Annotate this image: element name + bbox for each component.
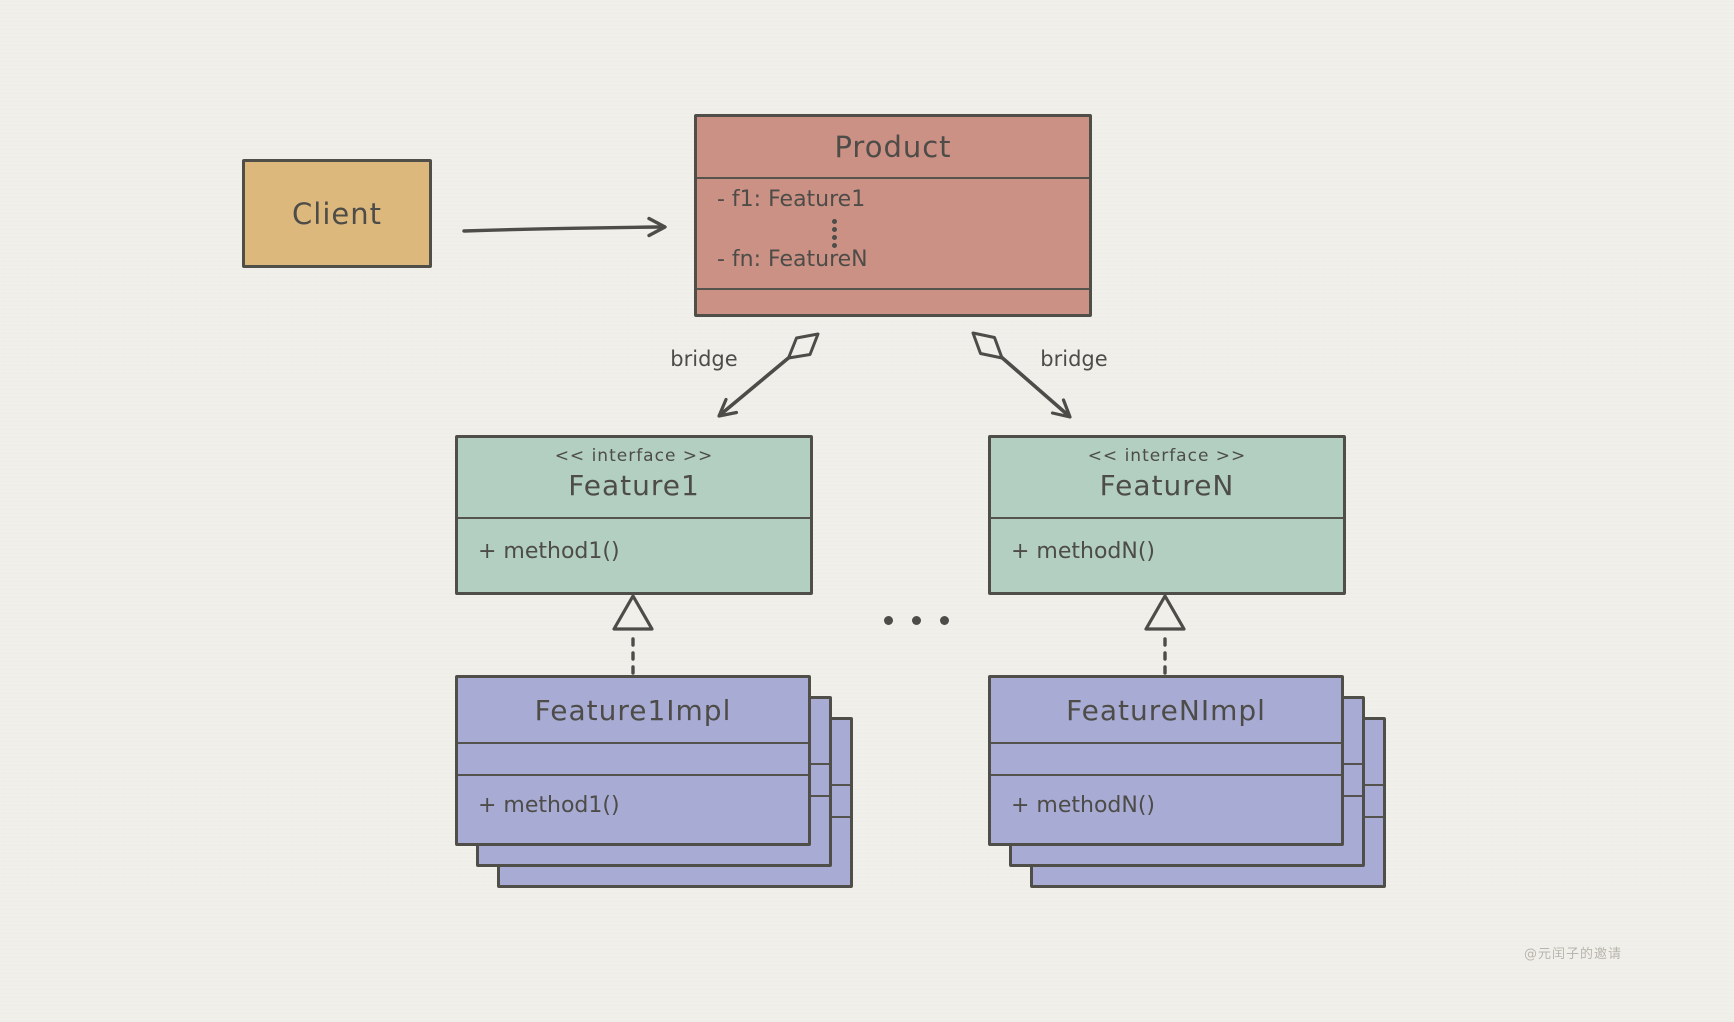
client-label: Client bbox=[292, 196, 382, 231]
product-fields-section: - f1: Feature1 - fn: FeatureN bbox=[697, 179, 1089, 290]
featuren-title: FeatureN bbox=[1099, 469, 1235, 502]
product-title: Product bbox=[697, 117, 1089, 179]
open-arrowhead-icon bbox=[717, 397, 739, 418]
client-node: Client bbox=[242, 159, 432, 268]
product-field-fn: - fn: FeatureN bbox=[717, 247, 868, 272]
featuren-stereotype: << interface >> bbox=[1087, 446, 1247, 466]
feature1-header: << interface >> Feature1 bbox=[458, 438, 810, 519]
realization-left-connector bbox=[612, 594, 654, 675]
feature1-title: Feature1 bbox=[568, 469, 700, 502]
horizontal-ellipsis-icon bbox=[884, 616, 949, 625]
hollow-triangle-icon bbox=[1144, 594, 1186, 631]
product-node: Product - f1: Feature1 - fn: FeatureN bbox=[694, 114, 1092, 317]
featurenimpl-method: + methodN() bbox=[1011, 793, 1156, 818]
featurenimpl-title: FeatureNImpl bbox=[991, 678, 1341, 744]
vertical-ellipsis-icon bbox=[832, 219, 837, 248]
realization-right-connector bbox=[1144, 594, 1186, 675]
featuren-header: << interface >> FeatureN bbox=[991, 438, 1343, 519]
featuren-method: + methodN() bbox=[1011, 539, 1156, 564]
bridge-left-label: bridge bbox=[670, 347, 738, 371]
feature1impl-title: Feature1Impl bbox=[458, 678, 808, 744]
product-field-f1: - f1: Feature1 bbox=[717, 187, 866, 212]
open-arrowhead-icon bbox=[647, 216, 667, 238]
featurenimpl-empty-attrs bbox=[991, 744, 1341, 776]
feature1impl-stack: Feature1Impl + method1() bbox=[455, 675, 853, 888]
open-arrowhead-icon bbox=[1050, 398, 1072, 419]
feature1impl-node: Feature1Impl + method1() bbox=[455, 675, 811, 846]
featurenimpl-node: FeatureNImpl + methodN() bbox=[988, 675, 1344, 846]
bridge-right-label: bridge bbox=[1040, 347, 1108, 371]
hollow-diamond-icon bbox=[971, 331, 1004, 360]
feature1impl-method: + method1() bbox=[478, 793, 620, 818]
featuren-interface-node: << interface >> FeatureN + methodN() bbox=[988, 435, 1346, 595]
feature1-stereotype: << interface >> bbox=[554, 446, 714, 466]
hollow-diamond-icon bbox=[787, 332, 820, 360]
product-empty-section bbox=[697, 290, 1089, 314]
client-product-arrow bbox=[462, 216, 667, 238]
feature1impl-empty-attrs bbox=[458, 744, 808, 776]
bridge-right-connector bbox=[971, 331, 1072, 419]
feature1-interface-node: << interface >> Feature1 + method1() bbox=[455, 435, 813, 595]
watermark: @元闰子的邀请 bbox=[1524, 947, 1623, 962]
feature1-method: + method1() bbox=[478, 539, 620, 564]
featurenimpl-stack: FeatureNImpl + methodN() bbox=[988, 675, 1386, 888]
hollow-triangle-icon bbox=[612, 594, 654, 631]
